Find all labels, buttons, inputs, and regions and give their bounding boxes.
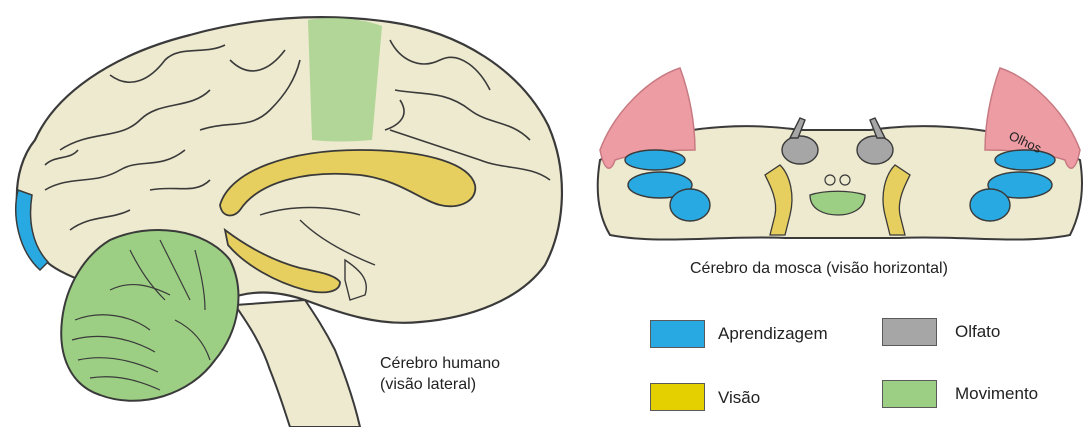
- legend-label-smell: Olfato: [955, 322, 1000, 342]
- human-caption-line1: Cérebro humano: [380, 353, 500, 374]
- human-caption-line2: (visão lateral): [380, 374, 500, 395]
- fly-lobe-right-1: [995, 150, 1055, 170]
- fly-antennal-left: [782, 136, 818, 164]
- fly-lobe-left-3: [670, 189, 710, 221]
- legend-swatch-vision: [650, 383, 705, 411]
- legend-swatch-movement: [882, 380, 937, 408]
- legend-label-movement: Movimento: [955, 384, 1038, 404]
- human-brain-caption: Cérebro humano (visão lateral): [380, 353, 500, 395]
- fly-brain-caption: Cérebro da mosca (visão horizontal): [690, 260, 948, 278]
- fly-brain: [598, 68, 1082, 240]
- fly-lobe-left-1: [625, 150, 685, 170]
- fly-lobe-right-3: [970, 189, 1010, 221]
- legend-label-vision: Visão: [718, 388, 760, 408]
- human-brainstem: [235, 300, 360, 427]
- fly-antennal-right: [857, 136, 893, 164]
- legend-swatch-learning: [650, 320, 705, 348]
- human-motor-cortex: [308, 18, 382, 142]
- legend-swatch-smell: [882, 318, 937, 346]
- legend-label-learning: Aprendizagem: [718, 324, 828, 344]
